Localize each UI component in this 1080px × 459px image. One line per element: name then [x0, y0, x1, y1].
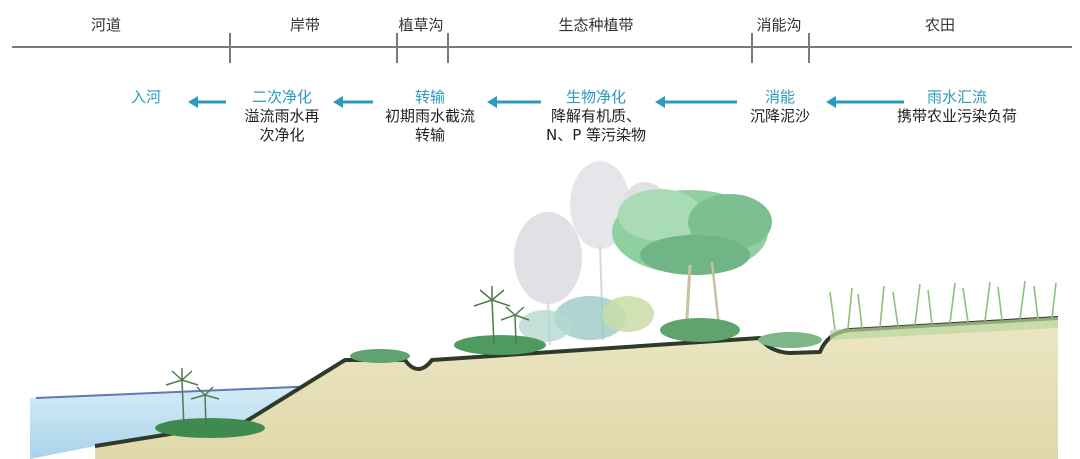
tree-canopy: [612, 189, 772, 337]
zone-divider: [808, 33, 810, 63]
water-surface-line: [35, 385, 319, 399]
zone-label-grass-swale: 植草沟: [398, 16, 444, 34]
step-head: 消能: [764, 88, 796, 106]
step-rain-runoff: 雨水汇流 携带农业污染负荷: [897, 88, 1017, 126]
zone-divider: [229, 33, 231, 63]
step-secondary-purification: 二次净化 溢流雨水再 次净化: [244, 88, 319, 145]
shrubs: [155, 296, 822, 438]
step-desc: 降解有机质、: [550, 107, 642, 125]
step-desc: N、P 等污染物: [545, 126, 647, 144]
zone-divider: [396, 33, 398, 63]
zone-label-energy-ditch: 消能沟: [756, 16, 802, 34]
zone-label-farmland: 农田: [924, 16, 956, 34]
umbrella-plants: [165, 286, 530, 429]
step-desc: 次净化: [259, 126, 305, 144]
step-desc: 初期雨水截流: [384, 107, 476, 125]
arrow-left-icon: [655, 96, 737, 108]
step-desc: 溢流雨水再: [244, 107, 320, 125]
zone-label-river: 河道: [90, 16, 122, 34]
step-head: 雨水汇流: [926, 88, 988, 106]
step-head: 生物净化: [565, 88, 627, 106]
step-conveyance: 转输 初期雨水截流 转输: [385, 88, 475, 145]
arrow-left-icon: [188, 96, 226, 108]
step-enter-river: 入河: [131, 88, 161, 107]
zone-axis: [12, 46, 1072, 48]
arrow-left-icon: [333, 96, 373, 108]
arrow-left-icon: [487, 96, 541, 108]
arrow-left-icon: [826, 96, 904, 108]
step-energy-dissipation: 消能 沉降泥沙: [750, 88, 810, 126]
zone-label-planting-belt: 生态种植带: [558, 16, 634, 34]
step-desc: 携带农业污染负荷: [896, 107, 1018, 125]
zone-label-bank: 岸带: [289, 16, 321, 34]
step-desc: 沉降泥沙: [749, 107, 811, 125]
zone-divider: [751, 33, 753, 63]
step-bio-purification: 生物净化 降解有机质、 N、P 等污染物: [546, 88, 646, 145]
step-head: 二次净化: [251, 88, 313, 106]
farmland-grass: [829, 280, 1057, 331]
step-desc: 转输: [414, 126, 446, 144]
zone-divider: [447, 33, 449, 63]
step-head: 转输: [414, 88, 446, 106]
step-head: 入河: [130, 88, 162, 106]
